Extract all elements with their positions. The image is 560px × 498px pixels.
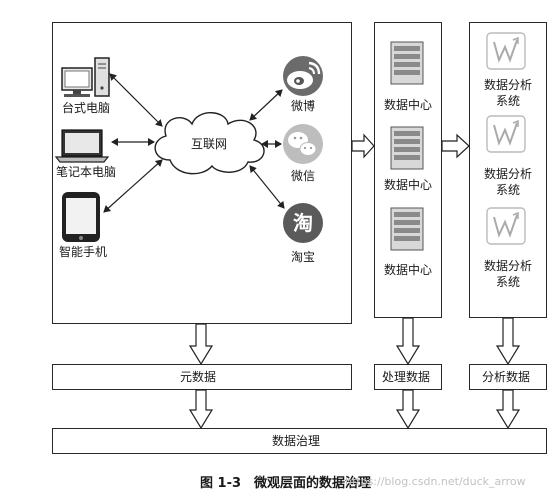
- flow-arrow-down: [188, 389, 214, 430]
- server-icon: [390, 41, 424, 85]
- watermark-text: https://blog.csdn.net/duck_arrow: [345, 475, 526, 488]
- flow-arrow-down: [395, 317, 421, 366]
- laptop-icon: [54, 129, 110, 163]
- analytics-icon: [486, 207, 526, 245]
- wechat-icon: [283, 124, 323, 164]
- analytics-icon: [486, 32, 526, 70]
- internet-label: 互联网: [190, 137, 227, 151]
- figure-caption: 图 1-3 微观层面的数据治理: [200, 476, 372, 491]
- analysis-data-label: 分析数据: [482, 370, 531, 384]
- analysis-system-label: 数据分析: [483, 167, 532, 181]
- analysis-system-sublabel: 系统: [495, 183, 520, 197]
- data-governance-label: 数据治理: [272, 434, 321, 448]
- desktop-computer-icon: [61, 57, 110, 97]
- flow-arrow-down: [495, 317, 521, 366]
- analysis-system-label: 数据分析: [483, 78, 532, 92]
- analysis-system-sublabel: 系统: [495, 94, 520, 108]
- taobao-label: 淘宝: [290, 250, 315, 264]
- server-icon: [390, 126, 424, 170]
- flow-arrow-down: [188, 323, 214, 366]
- data-center-label: 数据中心: [383, 178, 432, 192]
- wechat-label: 微信: [290, 169, 315, 183]
- flow-arrow-right: [441, 133, 470, 159]
- data-center-label: 数据中心: [383, 263, 432, 277]
- smartphone-label: 智能手机: [58, 245, 107, 259]
- weibo-label: 微博: [290, 99, 315, 113]
- processing-data-label: 处理数据: [382, 370, 431, 384]
- laptop-label: 笔记本电脑: [55, 165, 116, 179]
- desktop-label: 台式电脑: [61, 101, 110, 115]
- analytics-icon: [486, 115, 526, 153]
- device-connectors: [103, 73, 163, 213]
- smartphone-icon: [62, 192, 100, 242]
- analysis-system-label: 数据分析: [483, 259, 532, 273]
- server-icon: [390, 207, 424, 251]
- internet-cloud-icon: [154, 112, 265, 175]
- flow-arrow-down: [395, 389, 421, 430]
- analysis-system-sublabel: 系统: [495, 275, 520, 289]
- metadata-bar: [52, 364, 352, 390]
- taobao-icon: [283, 203, 323, 243]
- data-center-label: 数据中心: [383, 98, 432, 112]
- metadata-label: 元数据: [180, 370, 217, 384]
- taobao-glyph: 淘: [293, 211, 313, 235]
- flow-arrow-down: [495, 389, 521, 430]
- weibo-icon: [283, 56, 323, 96]
- platform-connectors: [249, 89, 285, 209]
- governance-bar: [52, 428, 547, 454]
- flow-arrow-right: [351, 133, 375, 159]
